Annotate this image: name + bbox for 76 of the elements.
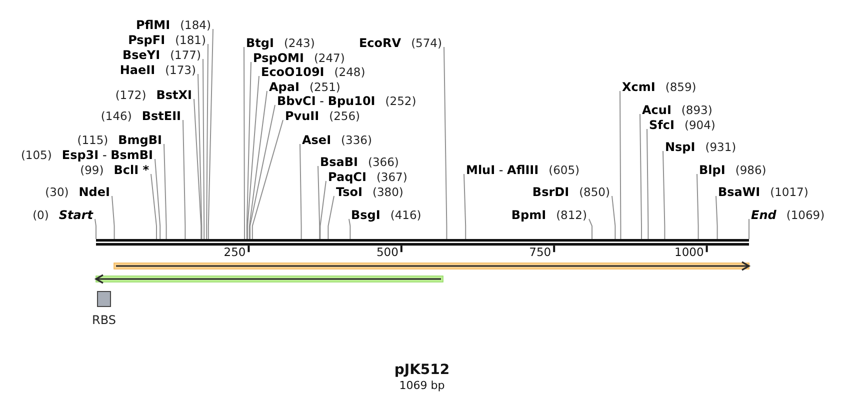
cut-site-label: SfcI (904) — [647, 118, 718, 132]
cut-site-label: (115) BmgBI — [75, 133, 164, 147]
cut-site-label: BtgI (243) — [244, 36, 317, 50]
leader-line — [247, 76, 260, 240]
cut-site-label: PspOMI (247) — [251, 51, 347, 65]
leader-line — [320, 180, 326, 240]
leader-line — [318, 166, 320, 240]
leader-line — [640, 114, 642, 240]
cut-site-label: (30) NdeI — [43, 185, 112, 199]
cut-site-label: (146) BstEII — [98, 109, 183, 123]
leader-line — [464, 174, 466, 240]
feature-bar — [114, 261, 751, 271]
cut-site-label: PspFI (181) — [126, 33, 208, 47]
cut-site-label: BsgI (416) — [349, 208, 424, 222]
cut-site-label: AcuI (893) — [640, 103, 714, 117]
leader-line — [208, 28, 214, 240]
cut-site-label: XcmI (859) — [620, 80, 698, 94]
leader-line — [696, 174, 699, 240]
leader-line — [194, 98, 202, 240]
cut-site-label: (172) BstXI — [113, 88, 194, 102]
leader-line — [154, 158, 161, 240]
leader-line — [252, 120, 284, 240]
tick-label: 1000 — [674, 246, 704, 259]
leader-line — [150, 174, 157, 240]
leader-line — [620, 90, 622, 240]
leader-line — [202, 58, 205, 240]
leader-line — [612, 196, 616, 240]
cut-site-label: End (1069) — [749, 208, 827, 222]
dna-backbone — [96, 239, 749, 246]
leader-line — [182, 120, 186, 240]
cut-site-label: BsrDI (850) — [530, 185, 612, 199]
leader-line — [94, 218, 96, 240]
cut-site-label: (99) BclI * — [78, 163, 151, 177]
leader-line — [248, 90, 268, 240]
cut-site-label: (105) Esp3I - BsmBI — [18, 148, 155, 162]
cut-site-label: MluI - AflIII (605) — [464, 163, 582, 177]
leader-line — [244, 46, 245, 240]
cut-site-label: BpmI (812) — [509, 208, 589, 222]
cut-site-label: BsaBI (366) — [318, 155, 401, 169]
cut-site-label: ApaI (251) — [267, 80, 342, 94]
leader-line — [748, 218, 750, 240]
cut-site-label: AseI (336) — [300, 133, 374, 147]
cut-site-label: BbvCI - Bpu10I (252) — [275, 94, 418, 108]
cut-site-label: BlpI (986) — [697, 163, 768, 177]
leader-line — [250, 104, 276, 240]
leader-line — [164, 144, 167, 240]
cut-site-label: PvuII (256) — [283, 109, 362, 123]
feature-bar — [94, 274, 444, 284]
cut-site-label: HaeII (173) — [118, 63, 198, 77]
cut-site-label: EcoO109I (248) — [259, 65, 368, 79]
tick-label: 750 — [529, 246, 552, 259]
cut-site-label: PaqCI (367) — [326, 170, 410, 184]
leader-line — [300, 144, 302, 240]
cut-site-label: TsoI (380) — [334, 185, 406, 199]
leader-line — [198, 74, 202, 240]
leader-line — [348, 218, 351, 240]
cut-site-label: BseYI (177) — [120, 48, 203, 62]
leader-line — [328, 196, 334, 240]
leader-line — [588, 218, 592, 240]
leader-line — [112, 196, 115, 240]
cut-site-label: (0) Start — [30, 208, 95, 222]
cut-site-label: NspI (931) — [663, 140, 738, 154]
leader-line — [716, 196, 718, 240]
cut-site-label: EcoRV (574) — [356, 36, 444, 50]
map-title: pJK512 — [394, 362, 450, 379]
tick-label: 500 — [376, 246, 398, 259]
cut-site-label: PflMI (184) — [134, 18, 213, 32]
feature-label: RBS — [92, 313, 116, 327]
leader-line — [646, 128, 649, 240]
leader-line — [246, 62, 252, 240]
map-caption: 1069 bp — [399, 379, 445, 392]
leader-line — [206, 44, 208, 240]
leader-line — [662, 150, 666, 240]
leader-line — [444, 46, 448, 240]
tick-label: 250 — [224, 246, 246, 259]
cut-site-label: BsaWI (1017) — [716, 185, 810, 199]
